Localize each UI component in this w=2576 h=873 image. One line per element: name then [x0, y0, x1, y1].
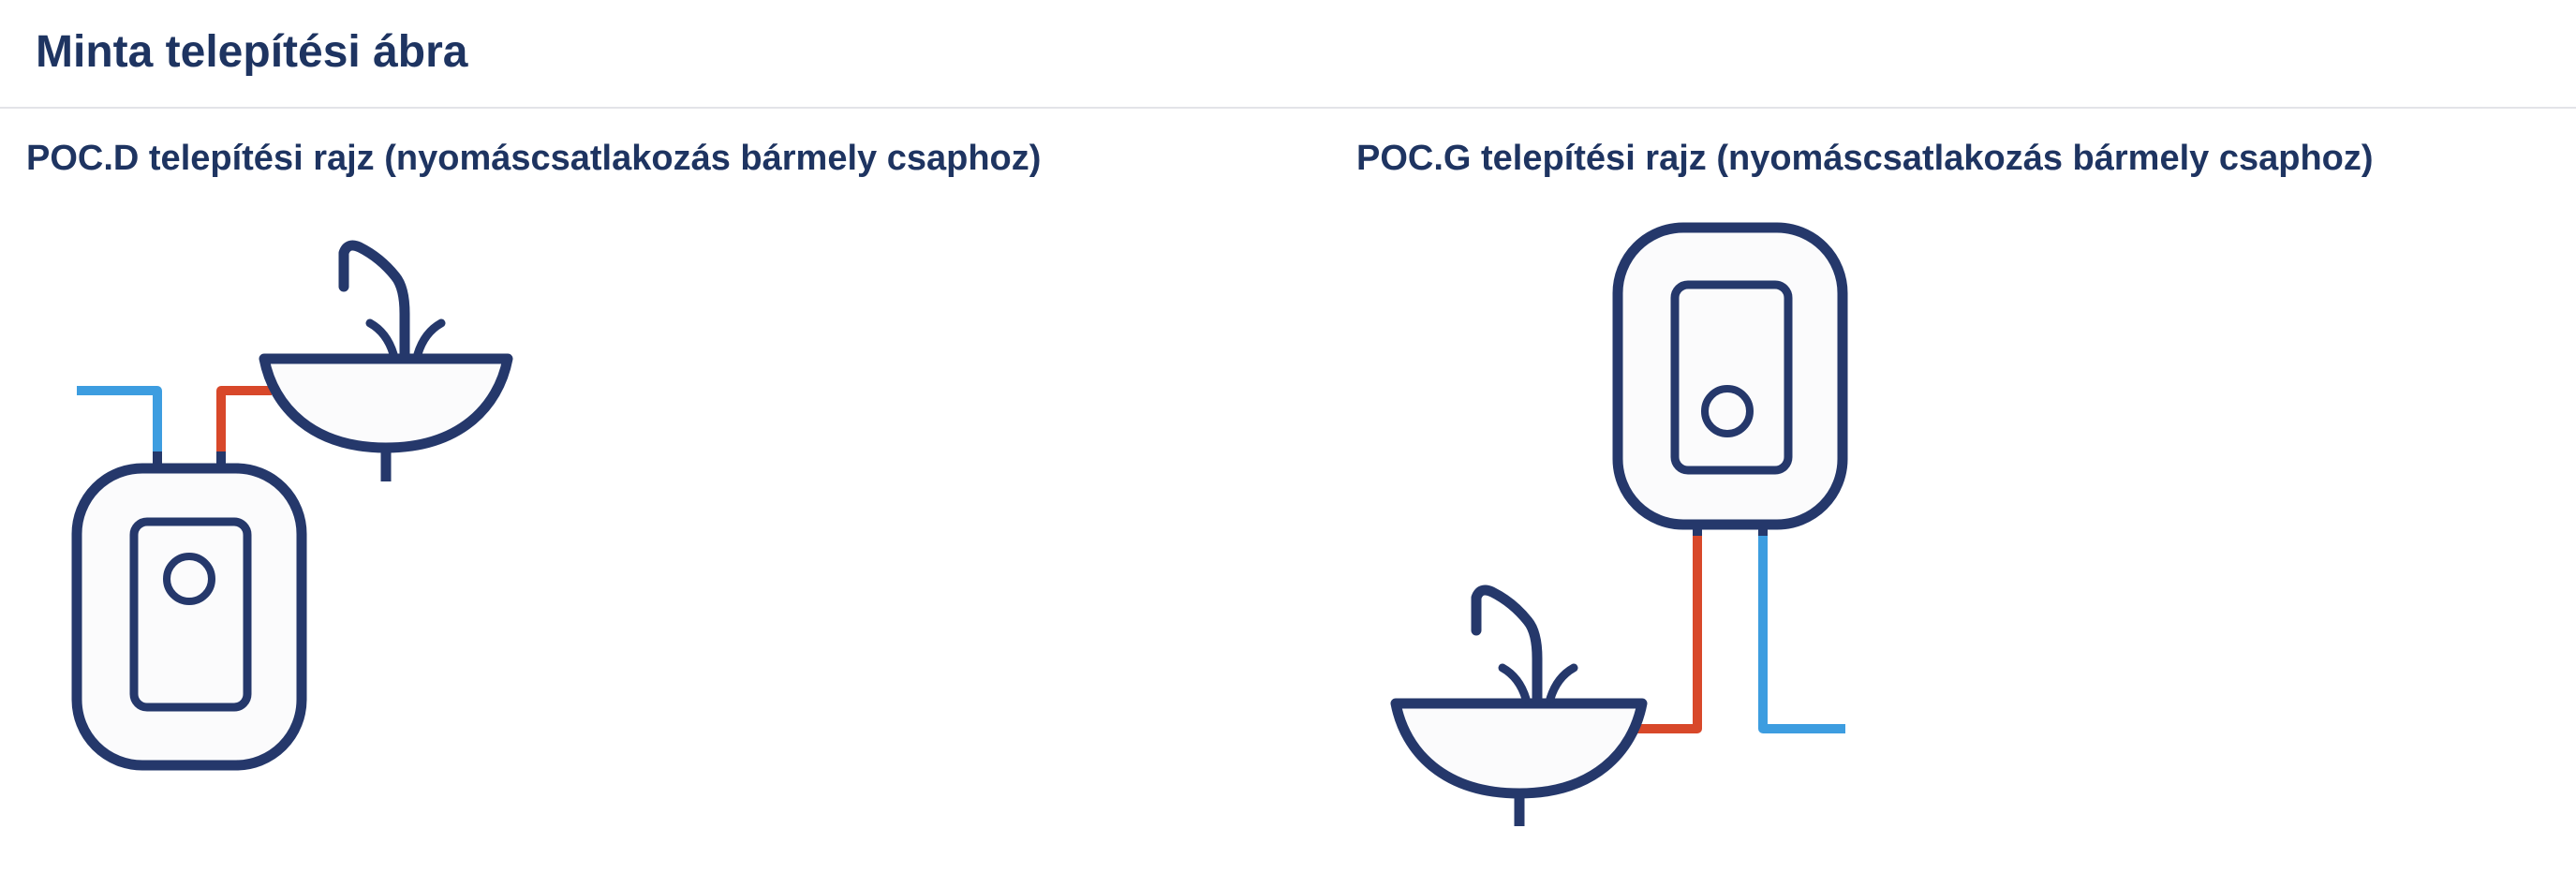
hot-water-pipe	[216, 386, 272, 461]
faucet-icon	[338, 240, 446, 362]
poc-g-installation-diagram	[1390, 222, 1848, 826]
poc-g-heading: POC.G telepítési rajz (nyomáscsatlakozás…	[1356, 139, 2374, 178]
cold-water-pipe	[1758, 526, 1845, 733]
water-heater-icon	[71, 463, 307, 771]
cold-water-pipe	[77, 386, 162, 461]
sink-icon	[1390, 698, 1648, 826]
poc-d-heading: POC.D telepítési rajz (nyomáscsatlakozás…	[26, 139, 1042, 178]
title-divider	[0, 107, 2576, 109]
water-heater-icon	[1612, 222, 1848, 530]
sink-icon	[259, 353, 513, 481]
page-title: Minta telepítési ábra	[36, 27, 468, 77]
poc-d-installation-diagram	[71, 240, 513, 771]
faucet-icon	[1471, 584, 1578, 706]
hot-water-pipe	[1636, 526, 1702, 733]
